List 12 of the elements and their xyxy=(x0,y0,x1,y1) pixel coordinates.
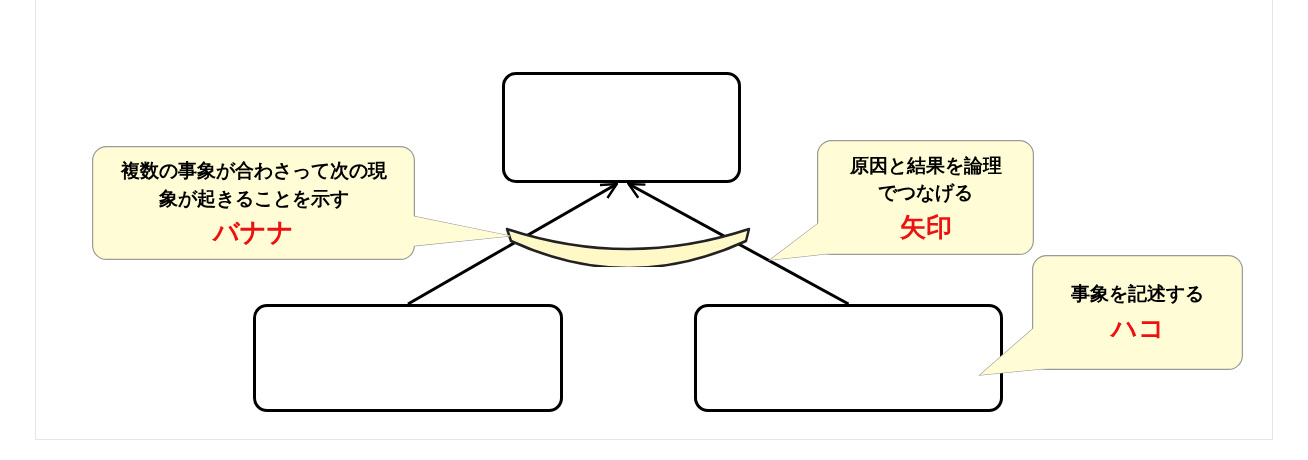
callout-description: 複数の事象が合わさって次の現象が起きることを示す xyxy=(119,158,388,211)
banana-arc xyxy=(505,225,752,267)
empty-box xyxy=(694,304,1003,412)
empty-box xyxy=(502,72,741,183)
arrow xyxy=(627,182,850,306)
callout-term: 矢印 xyxy=(899,210,952,244)
arrow xyxy=(407,182,618,306)
empty-box xyxy=(253,304,563,412)
callout-term: ハコ xyxy=(1110,312,1165,345)
callout-description: 事象を記述する xyxy=(1070,281,1205,307)
callout-description: 原因と結果を論理でつなげる xyxy=(848,152,1003,206)
callout-term: バナナ xyxy=(213,216,294,249)
